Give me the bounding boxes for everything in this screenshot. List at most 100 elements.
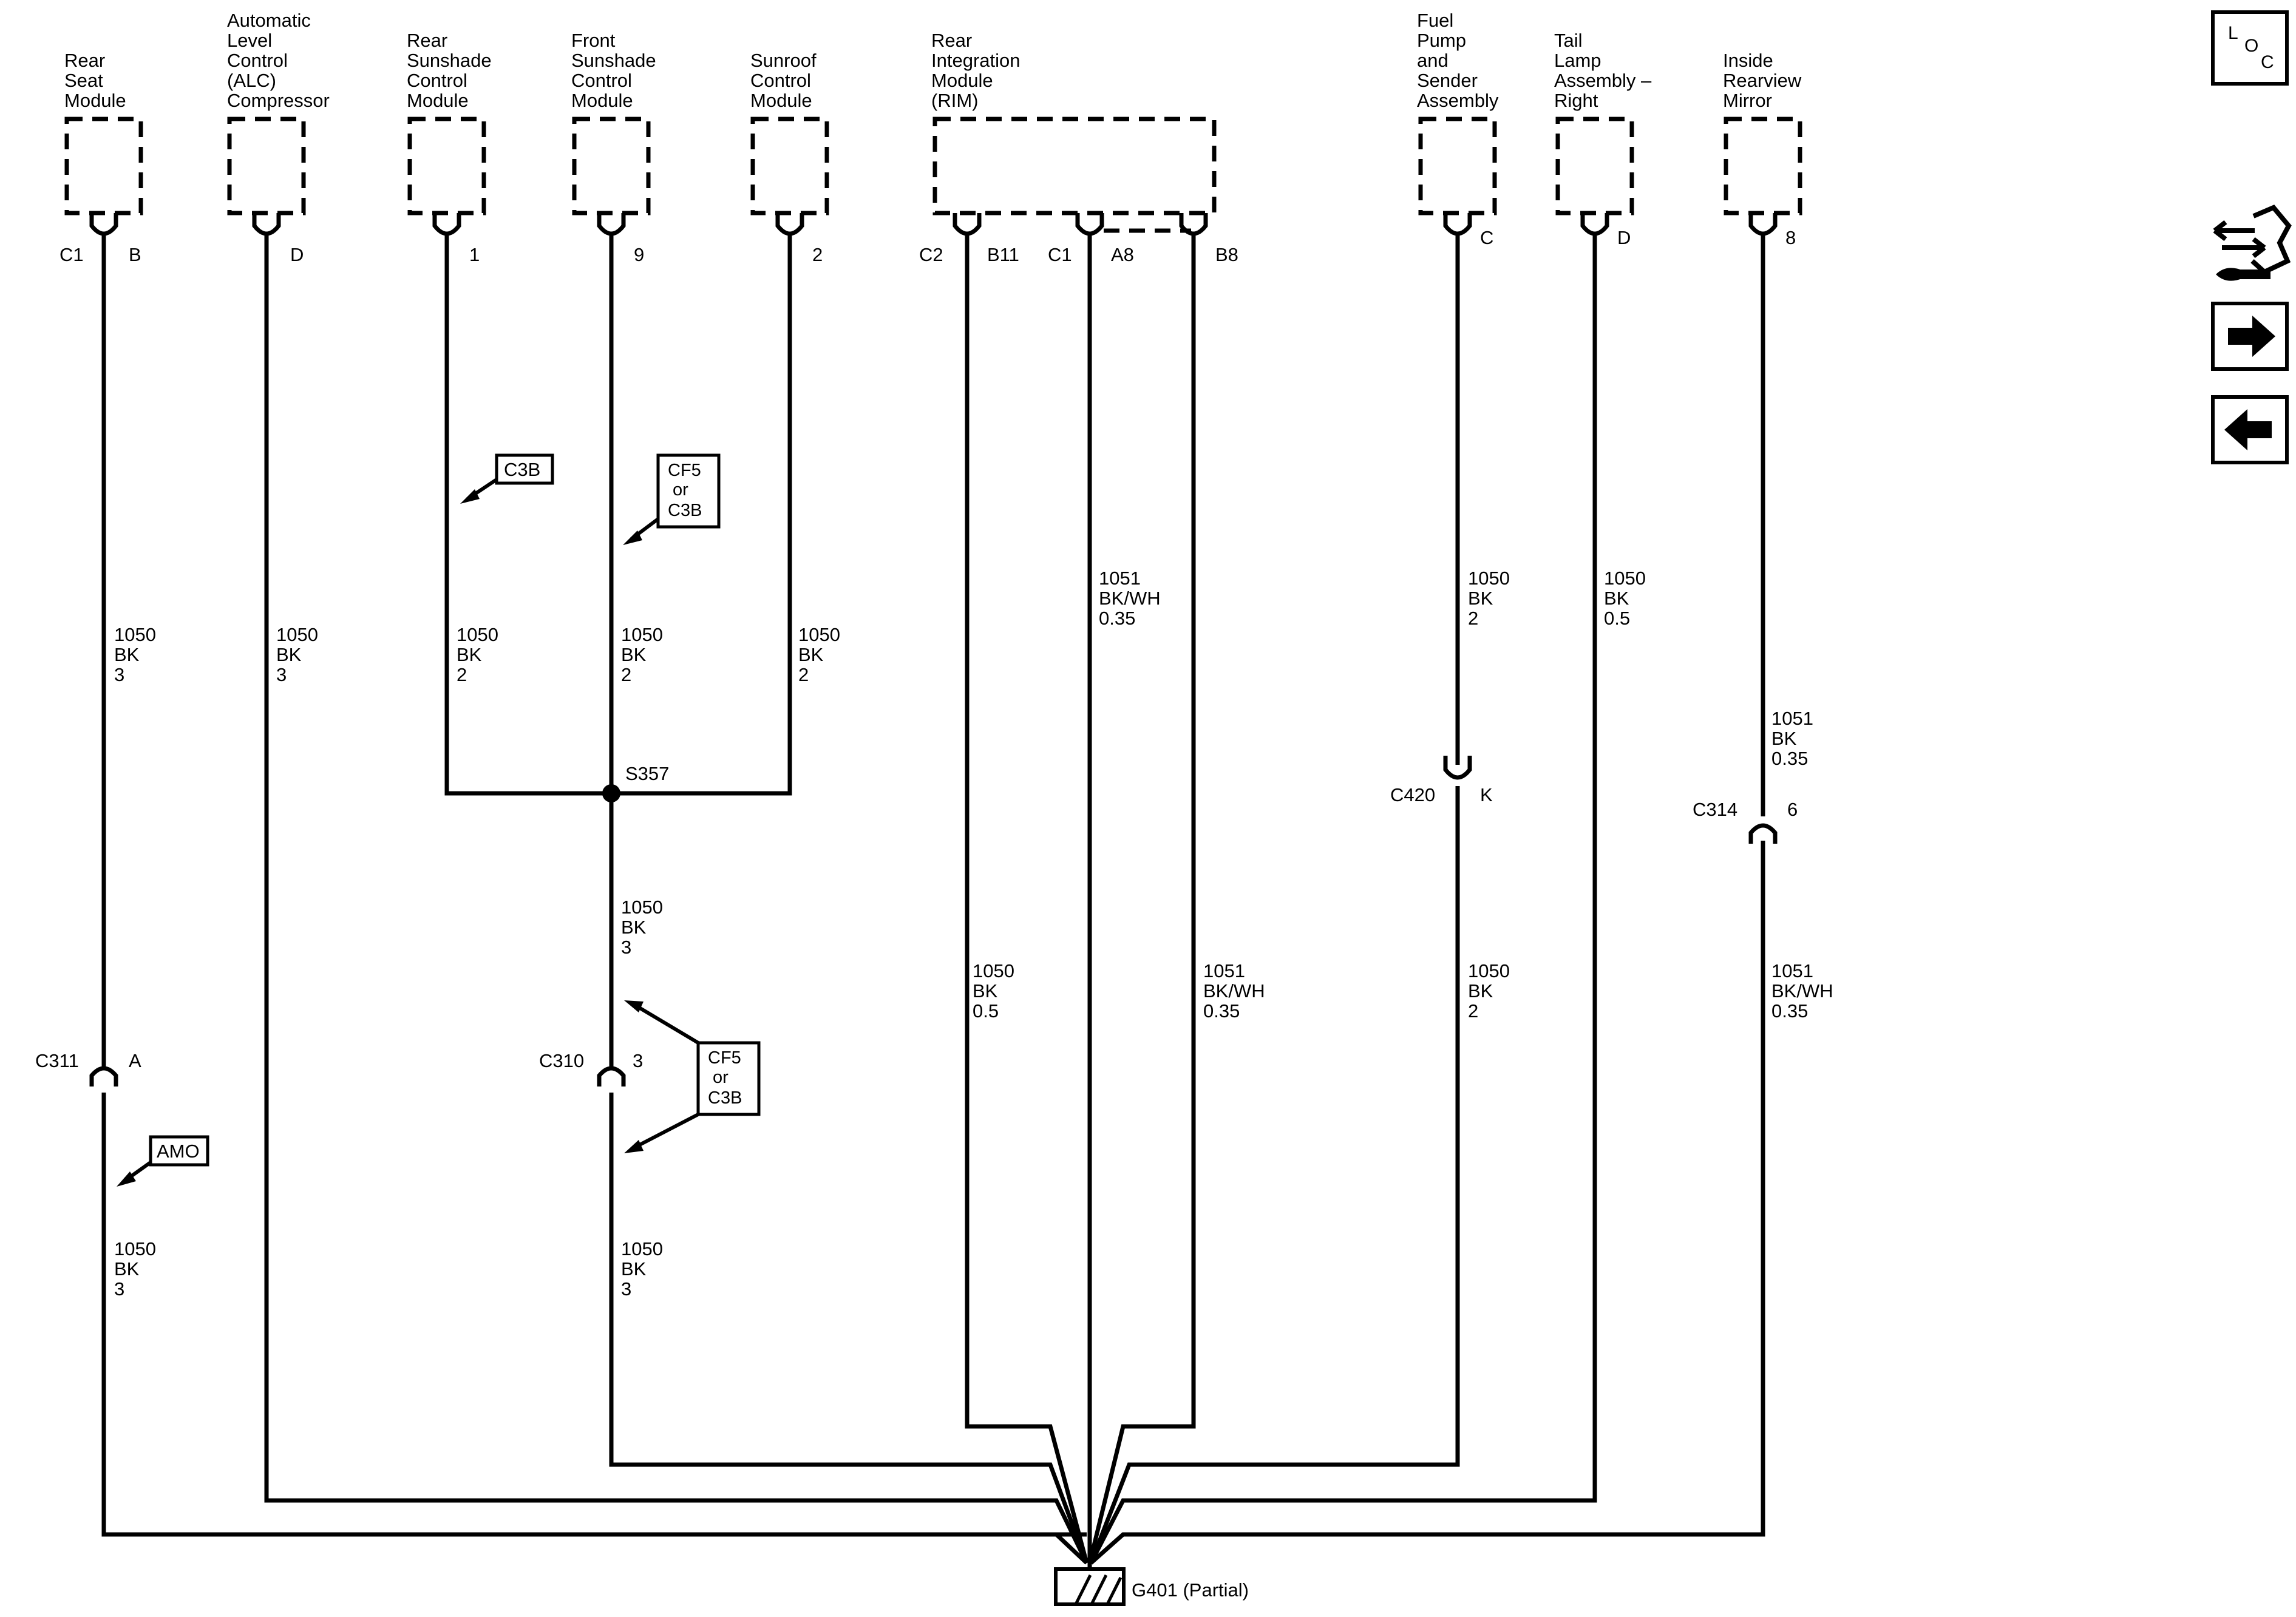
- wire-label-c310-to-ground: 1050 BK 3: [621, 1238, 668, 1300]
- wire-rear-sunshade: [444, 232, 792, 796]
- svg-text:C311: C311: [35, 1050, 79, 1071]
- wire-rim-b8: [1087, 232, 1196, 1564]
- rim-label: Rear Integration Module (RIM): [931, 30, 1025, 111]
- splice-s357-label: S357: [625, 763, 669, 784]
- sunroof-module-box: [750, 117, 829, 215]
- component-connectors: [89, 213, 1778, 236]
- wire-label-front-sunshade: 1050 BK 2: [621, 624, 668, 685]
- inside-mirror-label: Inside Rearview Mirror: [1723, 50, 1807, 111]
- connector-symbol: [432, 213, 461, 236]
- rim-pin-b8: B8: [1215, 244, 1238, 265]
- svg-text:C3B: C3B: [504, 459, 540, 480]
- svg-text:K: K: [1480, 784, 1493, 805]
- inside-mirror-box: [1724, 117, 1802, 215]
- wire-tail-lamp: [1089, 232, 1597, 1564]
- svg-text:CF5 or C3B: CF5 or C3B: [708, 1048, 746, 1108]
- wire-rear-seat-lower: [101, 1093, 1087, 1537]
- rim-pin-a8: A8: [1111, 244, 1134, 265]
- wire-rim-b11: [965, 232, 1089, 1564]
- callout-amo[interactable]: AMO: [117, 1135, 209, 1187]
- wire-label-fuel-lower: 1050 BK 2: [1468, 960, 1515, 1022]
- wire-label-splice-to-c310: 1050 BK 3: [621, 897, 668, 958]
- sunroof-module-label: Sunroof Control Module: [750, 50, 821, 111]
- connector-symbol: [1075, 213, 1104, 236]
- rear-sunshade-module-label: Rear Sunshade Control Module: [407, 30, 497, 111]
- rear-seat-pin: B: [129, 244, 141, 265]
- inline-connector-c314: C314 6: [1693, 799, 1798, 844]
- tail-lamp-box: [1555, 117, 1634, 215]
- alc-compressor-label: Automatic Level Control (ALC) Compressor: [227, 10, 330, 111]
- connector-symbol: [597, 213, 626, 236]
- sunroof-pin: 2: [812, 244, 823, 265]
- svg-text:C420: C420: [1390, 784, 1435, 805]
- svg-text:C310: C310: [539, 1050, 584, 1071]
- svg-text:O: O: [2244, 36, 2258, 56]
- connector-symbol: [775, 213, 804, 236]
- svg-text:CF5 or C3B: CF5 or C3B: [668, 461, 706, 520]
- alc-pin: D: [290, 244, 304, 265]
- rear-sunshade-module-box: [407, 117, 486, 215]
- alc-compressor-box: [227, 117, 306, 215]
- rim-conn1-id: C2: [919, 244, 943, 265]
- inline-connector-c420: C420 K: [1390, 756, 1493, 805]
- wire-label-mirror-lower: 1051 BK/WH 0.35: [1771, 960, 1838, 1022]
- wire-label-alc: 1050 BK 3: [276, 624, 324, 685]
- ground-g401-label: G401 (Partial): [1132, 1579, 1249, 1601]
- callout-cf5-or-c3b-lower[interactable]: CF5 or C3B: [624, 1000, 761, 1153]
- fuel-pump-pin: C: [1480, 227, 1493, 248]
- tail-lamp-pin: D: [1617, 227, 1631, 248]
- front-sunshade-module-box: [572, 117, 651, 215]
- rim-box: [932, 117, 1217, 215]
- tail-lamp-label: Tail Lamp Assembly – Right: [1554, 30, 1657, 111]
- callout-c3b[interactable]: C3B: [460, 453, 554, 504]
- wire-label-rear-seat-upper: 1050 BK 3: [114, 624, 161, 685]
- wire-fuel-lower: [1089, 786, 1460, 1564]
- svg-text:C314: C314: [1693, 799, 1737, 820]
- next-arrow-icon[interactable]: [2211, 302, 2289, 371]
- wire-label-rim-a8: 1051 BK/WH 0.35: [1099, 568, 1166, 629]
- callout-cf5-or-c3b-upper[interactable]: CF5 or C3B: [623, 453, 721, 545]
- svg-text:L: L: [2228, 23, 2238, 43]
- wire-rear-seat-join: [1055, 1533, 1089, 1565]
- previous-arrow-icon[interactable]: [2211, 395, 2289, 464]
- wire-label-tail-lamp: 1050 BK 0.5: [1604, 568, 1651, 629]
- mirror-pin: 8: [1785, 227, 1796, 248]
- rear-sunshade-pin: 1: [469, 244, 480, 265]
- fuel-pump-label: Fuel Pump and Sender Assembly: [1417, 10, 1499, 111]
- rim-pin-b11: B11: [987, 244, 1019, 265]
- connector-symbol: [1179, 213, 1208, 236]
- connector-symbol: [1443, 213, 1472, 236]
- svg-text:C: C: [2261, 52, 2274, 72]
- connector-symbol: [953, 213, 982, 236]
- connector-symbol: [1748, 213, 1778, 236]
- wire-label-sunroof: 1050 BK 2: [798, 624, 846, 685]
- svg-text:AMO: AMO: [157, 1141, 200, 1162]
- rear-seat-module-label: Rear Seat Module: [64, 50, 126, 111]
- connector-symbol: [89, 213, 118, 236]
- fuel-pump-box: [1418, 117, 1497, 215]
- wire-label-rear-sunshade: 1050 BK 2: [457, 624, 504, 685]
- wire-c310-to-ground: [609, 1093, 1089, 1564]
- wire-alc: [264, 232, 1089, 1564]
- rear-seat-module-box: [64, 117, 143, 215]
- rear-seat-conn-id: C1: [59, 244, 84, 265]
- component-connector-icon[interactable]: [2213, 205, 2292, 281]
- splice-s357-dot: [602, 784, 620, 802]
- wire-label-mirror-upper: 1051 BK 0.35: [1771, 708, 1819, 769]
- connector-symbol: [252, 213, 281, 236]
- connector-symbol: [1580, 213, 1609, 236]
- wire-label-rim-b8: 1051 BK/WH 0.35: [1203, 960, 1270, 1022]
- wire-label-rear-seat-lower: 1050 BK 3: [114, 1238, 161, 1300]
- rim-conn2-id: C1: [1048, 244, 1072, 265]
- ground-g401-symbol: [1054, 1563, 1126, 1606]
- wire-mirror-lower: [1089, 841, 1765, 1565]
- svg-text:6: 6: [1787, 799, 1798, 820]
- svg-text:3: 3: [633, 1050, 643, 1071]
- inline-connector-c310: C310 3: [539, 1050, 643, 1086]
- wire-label-fuel-upper: 1050 BK 2: [1468, 568, 1515, 629]
- svg-text:A: A: [129, 1050, 141, 1071]
- loc-button[interactable]: L O C: [2211, 10, 2289, 86]
- inline-connector-c311: C311 A: [35, 1050, 141, 1086]
- front-sunshade-module-label: Front Sunshade Control Module: [571, 30, 661, 111]
